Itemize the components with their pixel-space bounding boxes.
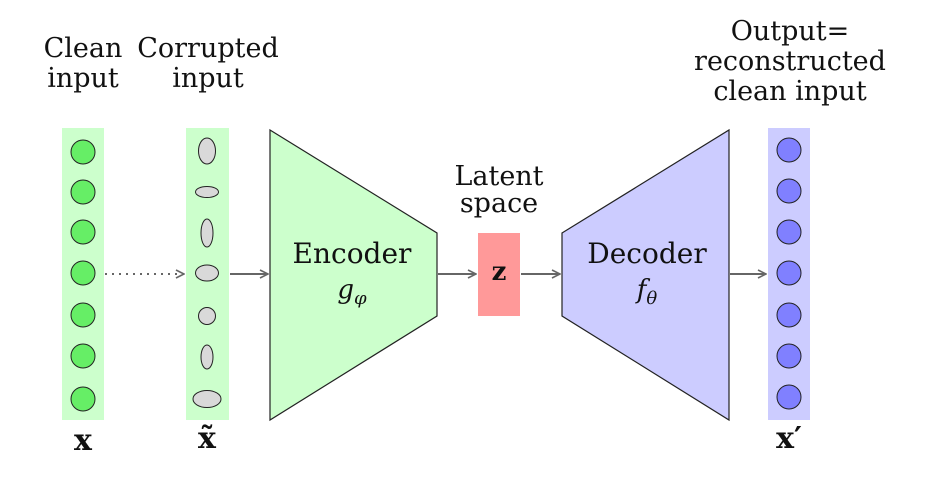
output-node [776, 384, 802, 410]
output-nodes [776, 137, 802, 410]
clean-node [70, 302, 96, 328]
latent-space-label: Latent space [454, 161, 544, 219]
decoder-label: Decoder [587, 237, 707, 270]
encoder-block [269, 128, 438, 422]
encoder-label: Encoder [292, 237, 412, 270]
corrupted-node [192, 390, 222, 408]
corrupted-node [198, 307, 216, 325]
clean-node [70, 386, 96, 412]
output-node [776, 178, 802, 204]
output-node [776, 343, 802, 369]
encoder-function: gφ [270, 275, 434, 310]
corrupted-node [195, 264, 219, 282]
clean-input-nodes [70, 139, 96, 412]
clean-node [70, 260, 96, 286]
corrupted-input-label: Corrupted input [137, 33, 279, 95]
output-node [776, 302, 802, 328]
clean-vector-label: x [74, 423, 92, 458]
clean-input-label: Clean input [43, 33, 123, 95]
encoder-func-subscript: φ [354, 288, 367, 310]
corrupted-node [200, 344, 214, 370]
output-node [776, 137, 802, 163]
corrupted-node [200, 218, 214, 248]
output-node [776, 219, 802, 245]
clean-node [70, 343, 96, 369]
decoder-function: fθ [565, 275, 729, 310]
latent-box [478, 233, 520, 316]
clean-node [70, 139, 96, 165]
decoder-func-subscript: θ [646, 288, 658, 310]
output-vector-label: x′ [776, 421, 802, 456]
decoder-func-symbol: f [636, 275, 647, 305]
output-node [776, 260, 802, 286]
output-label: Output= reconstructed clean input [694, 16, 886, 108]
corrupted-node [198, 137, 216, 165]
latent-symbol: z [491, 257, 507, 287]
corrupted-vector-label: x̃ [198, 421, 216, 456]
clean-node [70, 179, 96, 205]
clean-node [70, 219, 96, 245]
decoder-block [561, 128, 730, 422]
encoder-func-symbol: g [337, 275, 355, 305]
corrupted-input-nodes [192, 137, 222, 408]
corrupted-node [195, 186, 219, 198]
